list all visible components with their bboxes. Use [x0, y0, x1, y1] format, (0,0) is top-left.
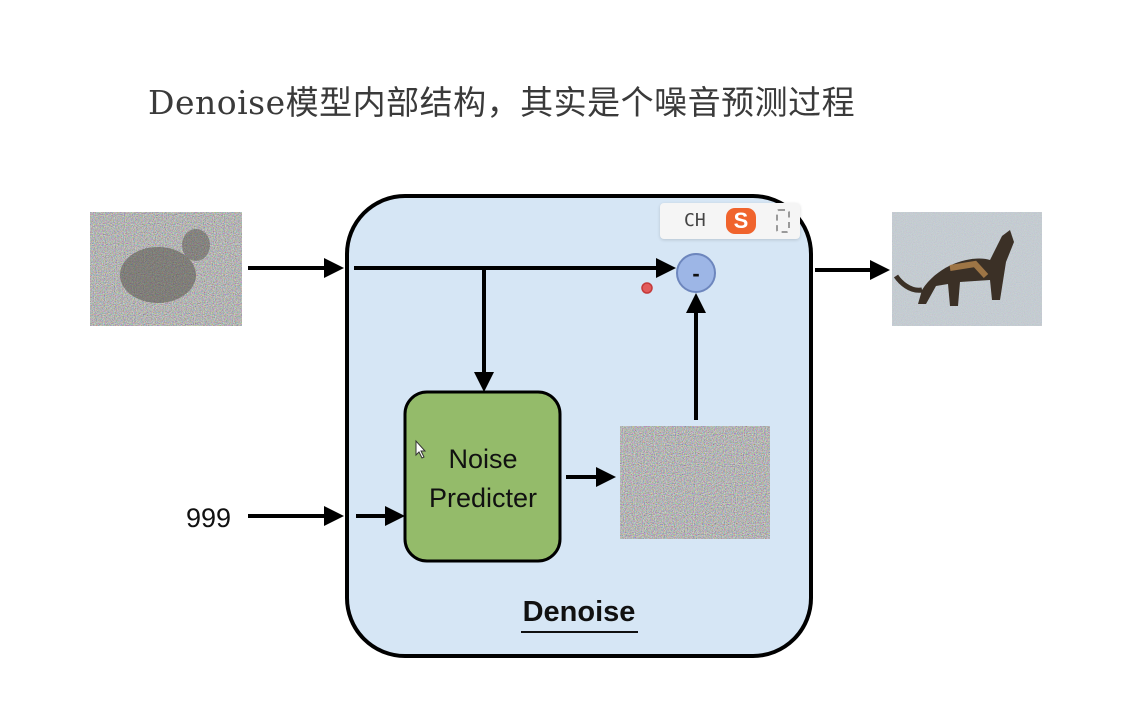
noise-predicter-label-line2: Predicter: [429, 483, 537, 513]
noise-predicter-label-line1: Noise: [448, 444, 517, 474]
mouse-pointer-icon: [415, 439, 427, 459]
arrows: [248, 258, 890, 526]
slide-title: Denoise模型内部结构，其实是个噪音预测过程: [148, 83, 856, 122]
drag-handle-icon[interactable]: [776, 209, 790, 233]
cursor-marker: [641, 282, 653, 294]
denoise-label: Denoise: [523, 596, 636, 628]
ime-toolbar[interactable]: CH S: [660, 203, 800, 239]
ime-language-toggle[interactable]: CH: [684, 210, 706, 231]
predicted-noise-image: [620, 426, 770, 539]
subtract-node: [676, 253, 716, 293]
sogou-logo-icon[interactable]: S: [726, 208, 756, 234]
subtract-symbol: -: [692, 261, 699, 286]
timestep-label: 999: [186, 503, 231, 533]
input-noisy-image: [90, 212, 242, 326]
output-denoised-image: [892, 212, 1042, 326]
noise-predicter-box: [403, 390, 562, 563]
